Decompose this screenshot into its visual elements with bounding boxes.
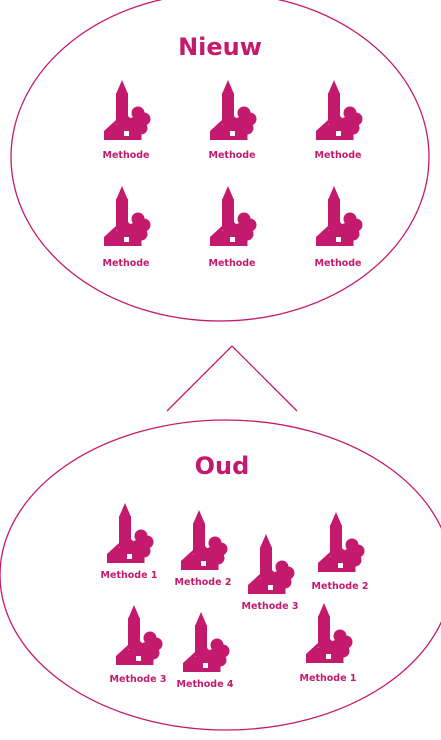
new-methods-ellipse <box>10 0 430 322</box>
old-method-label: Methode 4 <box>177 679 234 690</box>
village-church-house-tree-icon <box>104 80 151 140</box>
new-method-item: Methode <box>315 80 363 161</box>
new-method-item: Methode <box>103 186 151 269</box>
old-method-item: Methode 1 <box>300 603 357 684</box>
new-method-label: Methode <box>315 150 362 161</box>
village-church-house-tree-icon <box>107 503 154 563</box>
village-church-house-tree-icon <box>210 80 257 140</box>
old-method-label: Methode 3 <box>110 674 167 685</box>
new-method-item: Methode <box>103 80 151 161</box>
new-method-label: Methode <box>209 150 256 161</box>
old-methods-ellipse <box>0 419 441 731</box>
old-method-label: Methode 3 <box>242 601 299 612</box>
new-method-label: Methode <box>103 258 150 269</box>
new-method-label: Methode <box>103 150 150 161</box>
old-method-item: Methode 3 <box>242 534 299 612</box>
village-church-house-tree-icon <box>104 186 151 246</box>
old-method-label: Methode 1 <box>300 673 357 684</box>
old-method-item: Methode 2 <box>175 510 232 588</box>
village-church-house-tree-icon <box>248 534 295 594</box>
old-method-item: Methode 4 <box>177 612 234 690</box>
old-method-label: Methode 2 <box>312 581 369 592</box>
old-method-label: Methode 1 <box>101 570 158 581</box>
new-method-item: Methode <box>209 80 257 161</box>
new-method-item: Methode <box>315 186 363 269</box>
new-method-label: Methode <box>315 258 362 269</box>
village-church-house-tree-icon <box>316 186 363 246</box>
village-church-house-tree-icon <box>318 512 365 572</box>
village-church-house-tree-icon <box>210 186 257 246</box>
village-church-house-tree-icon <box>306 603 353 663</box>
old-methods-group: Oud Methode 1 Methode 2 Methode 3 Methode 2… <box>0 419 441 731</box>
new-method-item: Methode <box>209 186 257 269</box>
village-church-house-tree-icon <box>183 612 230 672</box>
old-method-item: Methode 3 <box>110 605 167 685</box>
village-church-house-tree-icon <box>181 510 228 570</box>
village-church-house-tree-icon <box>316 80 363 140</box>
new-methods-title: Nieuw <box>178 33 262 61</box>
village-church-house-tree-icon <box>116 605 163 665</box>
old-method-item: Methode 1 <box>101 503 158 581</box>
old-methods-title: Oud <box>195 452 250 480</box>
old-method-item: Methode 2 <box>312 512 369 592</box>
old-method-label: Methode 2 <box>175 577 232 588</box>
new-method-label: Methode <box>209 258 256 269</box>
evolution-arrow <box>166 345 298 412</box>
